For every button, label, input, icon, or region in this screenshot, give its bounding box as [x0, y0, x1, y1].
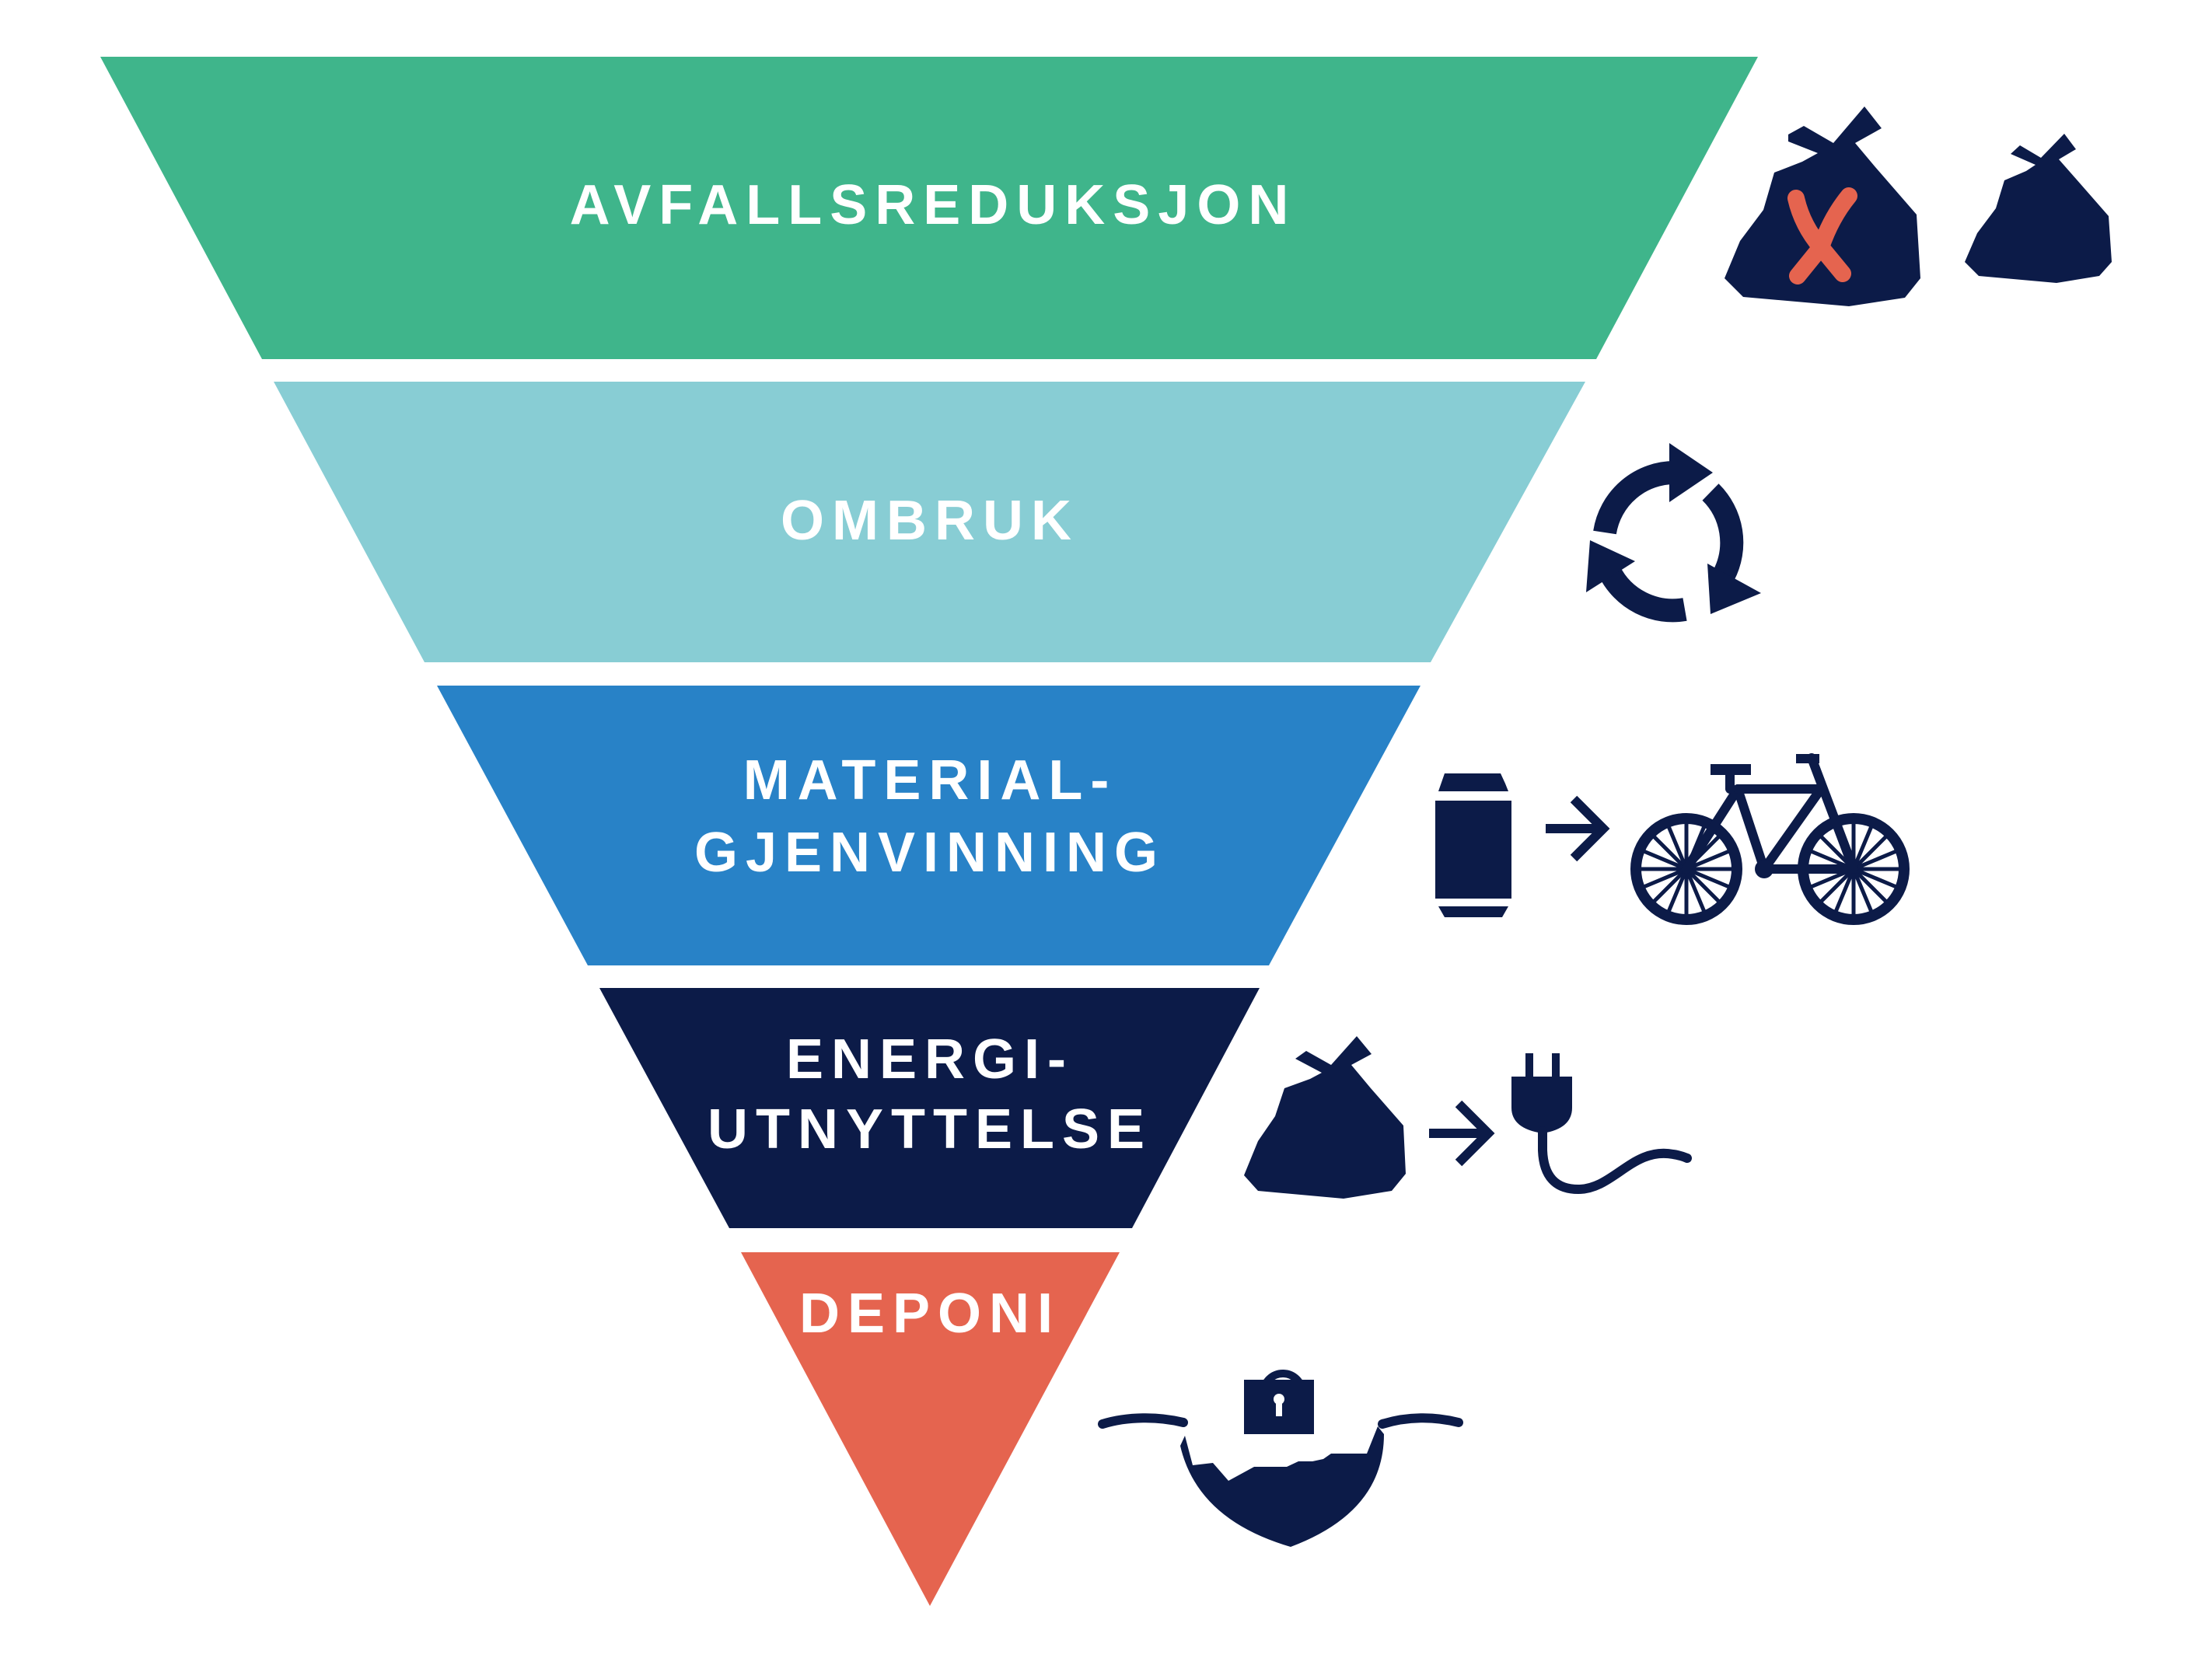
label-energiutnyttelse-line1: ENERGI- [786, 1028, 1074, 1091]
label-materialgjenvinning-line1: MATERIAL- [743, 749, 1117, 812]
label-materialgjenvinning-line2: GJENVINNING [694, 822, 1165, 884]
band-deponi [741, 1252, 1120, 1606]
arrow-right-icon [1429, 1100, 1495, 1167]
level-energiutnyttelse: ENERGI- UTNYTTELSE [599, 988, 1260, 1228]
power-plug-icon [1511, 1053, 1692, 1195]
trash-to-power-plug-icon [1244, 1036, 1692, 1199]
band-avfallsreduksjon [100, 57, 1758, 359]
label-deponi: DEPONI [799, 1283, 1061, 1345]
label-avfallsreduksjon: AVFALLSREDUKSJON [570, 174, 1297, 236]
band-energiutnyttelse [599, 988, 1260, 1228]
level-ombruk: OMBRUK [274, 382, 1585, 662]
bicycle-icon [1630, 753, 1910, 925]
reuse-cycle-arrows-icon [1586, 443, 1761, 623]
level-materialgjenvinning: MATERIAL- GJENVINNING [437, 686, 1421, 965]
band-ombruk [274, 382, 1585, 662]
level-deponi: DEPONI [741, 1252, 1120, 1606]
level-avfallsreduksjon: AVFALLSREDUKSJON [100, 57, 1758, 359]
label-ombruk: OMBRUK [781, 490, 1079, 552]
can-icon [1435, 773, 1511, 917]
locked-landfill-icon [1098, 1370, 1463, 1547]
label-energiutnyttelse-line2: UTNYTTELSE [708, 1098, 1152, 1161]
arrow-right-icon [1546, 795, 1610, 862]
band-materialgjenvinning [437, 686, 1421, 965]
can-to-bicycle-icon [1435, 753, 1910, 925]
trash-bags-crossed-icon [1725, 106, 2112, 306]
